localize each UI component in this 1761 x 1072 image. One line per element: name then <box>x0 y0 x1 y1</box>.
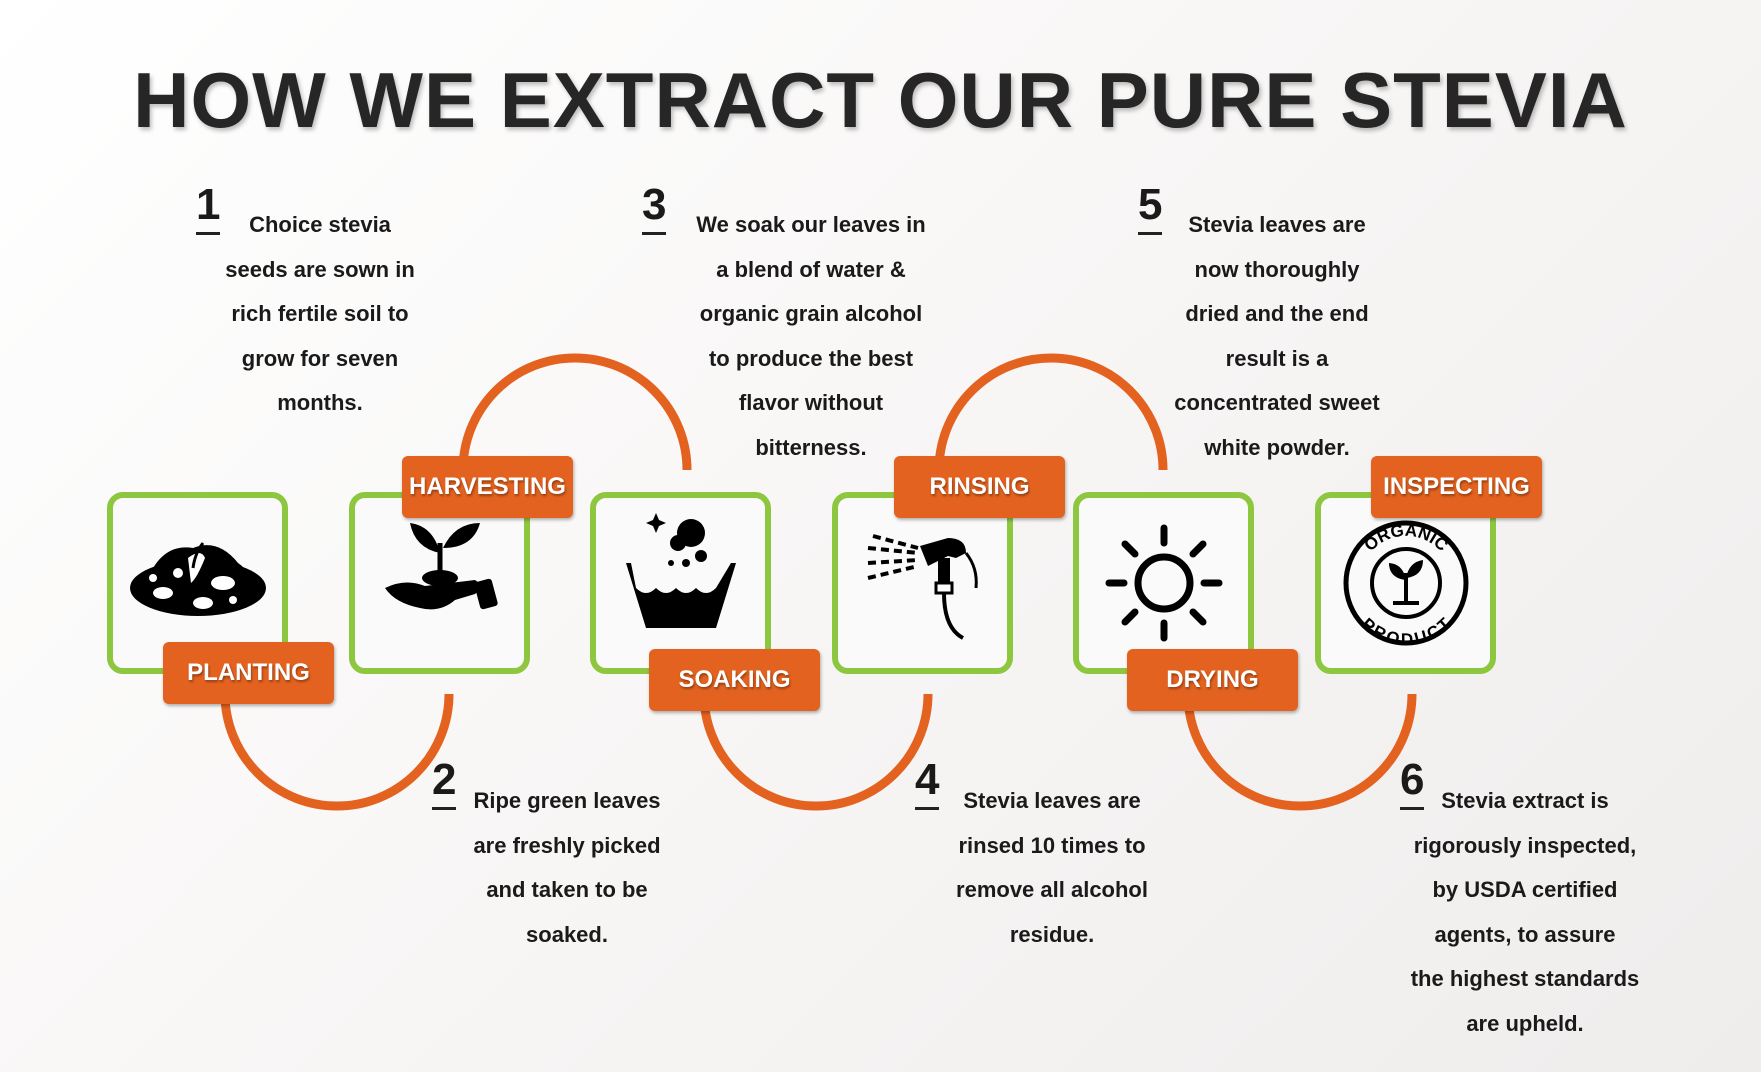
step-description: Stevia leaves are now thoroughly dried and… <box>1127 203 1427 470</box>
basin-bubbles-icon <box>626 513 736 628</box>
step-description: Ripe green leaves are freshly picked and t… <box>417 779 717 957</box>
description-line: are freshly picked <box>473 832 661 858</box>
step-label-text: RINSING <box>929 473 1030 500</box>
description-line: We soak our leaves in <box>696 212 926 237</box>
page-title: HOW WE EXTRACT OUR PURE STEVIA <box>133 56 1628 144</box>
step-icon-box <box>1073 492 1254 674</box>
description-line: Stevia leaves are <box>963 788 1141 813</box>
step-number: 6 <box>1400 755 1425 810</box>
step-icon-box <box>831 492 1013 674</box>
description-line: Choice stevia <box>249 212 391 237</box>
step-label-text: DRYING <box>1166 666 1259 693</box>
step-label-inspecting: INSPECTING <box>1371 456 1542 518</box>
description-line: a blend of water & <box>716 256 906 282</box>
description-line: seeds are sown in <box>225 256 415 282</box>
description-line: soaked. <box>526 921 608 947</box>
step-description: We soak our leaves in a blend of water & o… <box>661 203 961 470</box>
step-number: 4 <box>915 755 940 810</box>
description-line: grow for seven <box>241 345 399 371</box>
description-line: dried and the end <box>1185 301 1369 326</box>
step-label-text: PLANTING <box>187 659 310 686</box>
connector-arc <box>458 353 692 471</box>
connector-arc <box>934 353 1168 471</box>
description-line: white powder. <box>1204 434 1350 460</box>
description-line: Stevia extract is <box>1441 788 1609 813</box>
connector-arc <box>1183 693 1417 811</box>
step-number: 2 <box>432 755 457 810</box>
description-line: Ripe green leaves <box>473 788 661 813</box>
step-icon-box <box>348 492 530 674</box>
step-label-text: HARVESTING <box>409 473 566 500</box>
step-label-text: SOAKING <box>678 666 791 693</box>
step-icon-box <box>590 492 771 674</box>
description-line: organic grain alcohol <box>699 301 923 326</box>
description-line: residue. <box>1009 921 1095 947</box>
step-label-planting: PLANTING <box>163 642 334 704</box>
step-description: Choice stevia seeds are sown in rich ferti… <box>170 203 470 426</box>
description-line: remove all alcohol <box>956 877 1148 902</box>
step-number: 3 <box>642 180 667 235</box>
step-label-rinsing: RINSING <box>894 456 1065 518</box>
description-line: result is a <box>1225 345 1329 371</box>
sun-icon <box>1105 524 1223 642</box>
description-line: by USDA certified <box>1432 877 1618 902</box>
description-line: are upheld. <box>1466 1010 1584 1036</box>
description-line: to produce the best <box>708 345 914 371</box>
step-description: Stevia extract is rigorously inspected, by… <box>1375 779 1675 1046</box>
step-number: 5 <box>1138 180 1163 235</box>
description-line: and taken to be <box>486 877 648 902</box>
step-label-text: INSPECTING <box>1383 473 1530 500</box>
hand-plant-icon <box>384 523 498 610</box>
step-description: Stevia leaves are rinsed 10 times to remov… <box>902 779 1202 957</box>
spray-nozzle-icon <box>867 534 978 640</box>
description-line: rigorously inspected, <box>1413 832 1637 858</box>
organic-product-seal-icon: ORGANIC PRODUCT <box>1343 520 1468 649</box>
description-line: flavor without <box>738 390 884 415</box>
description-line: Stevia leaves are <box>1188 212 1366 237</box>
connector-arc <box>220 693 454 811</box>
step-label-soaking: SOAKING <box>649 649 820 711</box>
description-line: bitterness. <box>755 434 867 460</box>
description-line: concentrated sweet <box>1174 390 1380 415</box>
description-line: months. <box>277 390 363 415</box>
soil-sprout-icon <box>130 542 266 616</box>
description-line: rich fertile soil to <box>231 301 409 326</box>
step-label-drying: DRYING <box>1127 649 1298 711</box>
step-label-harvesting: HARVESTING <box>402 456 573 518</box>
description-line: rinsed 10 times to <box>958 832 1146 858</box>
description-line: the highest standards <box>1410 966 1640 991</box>
description-line: agents, to assure <box>1434 921 1616 947</box>
connector-arc <box>699 693 933 811</box>
step-icon-box: ORGANIC PRODUCT <box>1314 492 1496 674</box>
step-number: 1 <box>196 180 221 235</box>
description-line: now thoroughly <box>1194 256 1360 282</box>
